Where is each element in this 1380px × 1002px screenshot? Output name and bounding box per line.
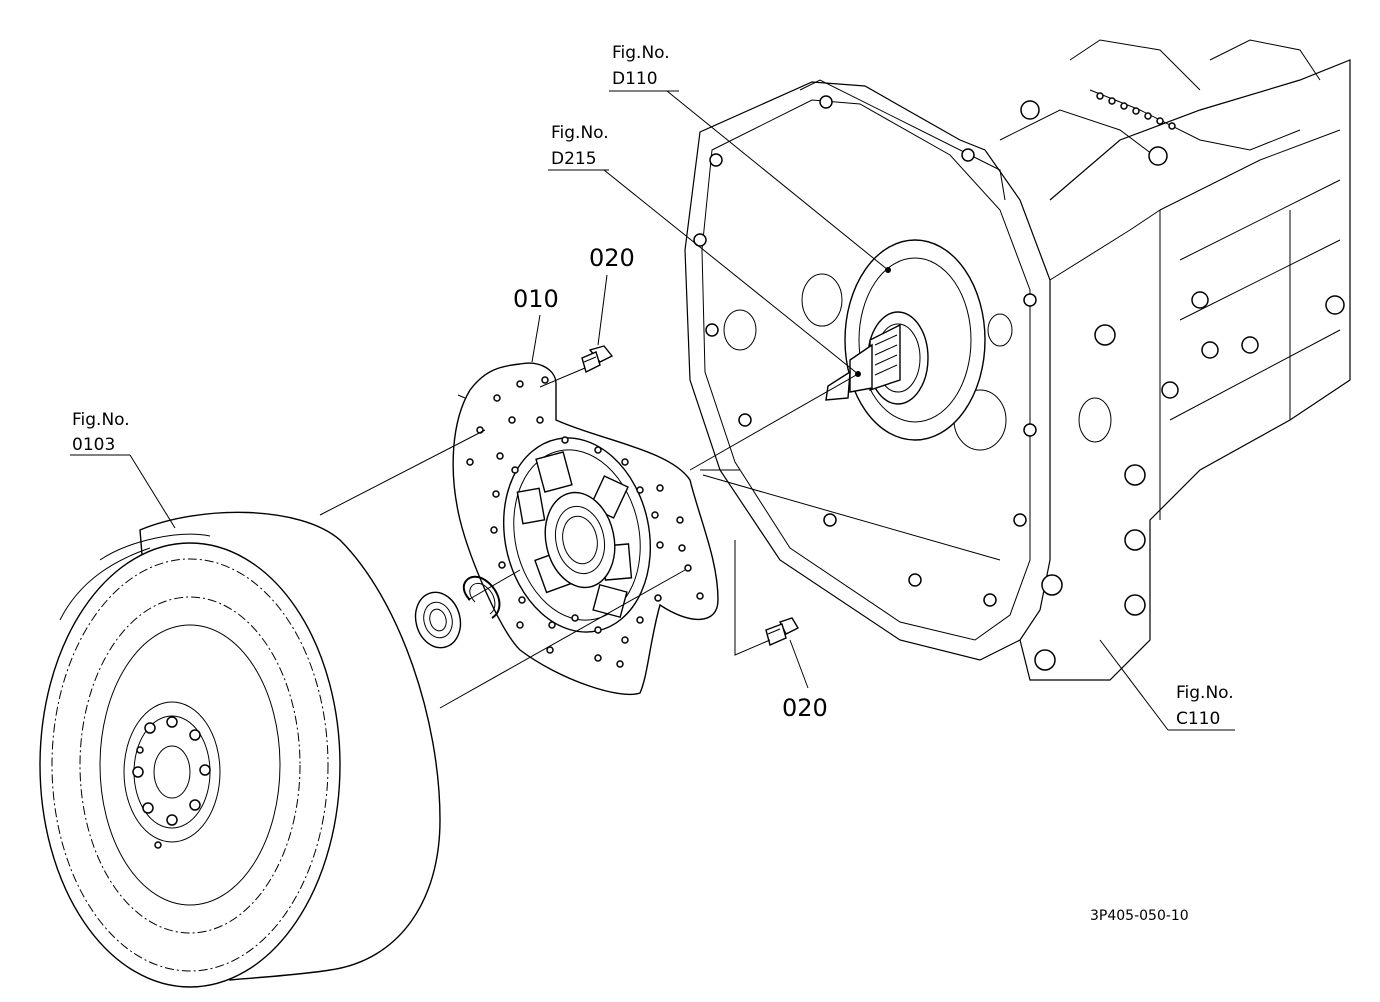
callout-0103-fig: Fig.No. (72, 410, 130, 430)
housing-bolt-strip (1096, 92, 1176, 130)
flywheel-bolt-holes (132, 716, 211, 849)
callout-0103-num: 0103 (72, 435, 115, 455)
callout-d110-num: D110 (612, 69, 658, 89)
assembly-guide-lines (319, 367, 1001, 709)
bolt-020-top (581, 345, 614, 374)
flywheel (39, 511, 441, 988)
leader-lines (70, 90, 1235, 731)
drawing-code: 3P405-050-10 (1090, 908, 1189, 924)
part-label-020-top: 020 (589, 244, 635, 272)
part-label-020-bottom: 020 (782, 694, 828, 722)
circlip (462, 575, 501, 619)
bolt-020-bottom (765, 617, 799, 646)
callout-d215-num: D215 (551, 149, 597, 169)
flange-bolt-bosses (693, 95, 1345, 671)
pilot-bearing (414, 591, 462, 649)
disc-rivet-holes (466, 376, 704, 668)
part-label-010: 010 (513, 285, 559, 313)
callout-c110-fig: Fig.No. (1176, 683, 1234, 703)
clutch-disc (452, 362, 719, 696)
callout-d215-fig: Fig.No. (551, 123, 609, 143)
transmission-housing (684, 39, 1351, 681)
callout-c110-num: C110 (1176, 709, 1220, 729)
callout-d110-fig: Fig.No. (612, 43, 670, 63)
